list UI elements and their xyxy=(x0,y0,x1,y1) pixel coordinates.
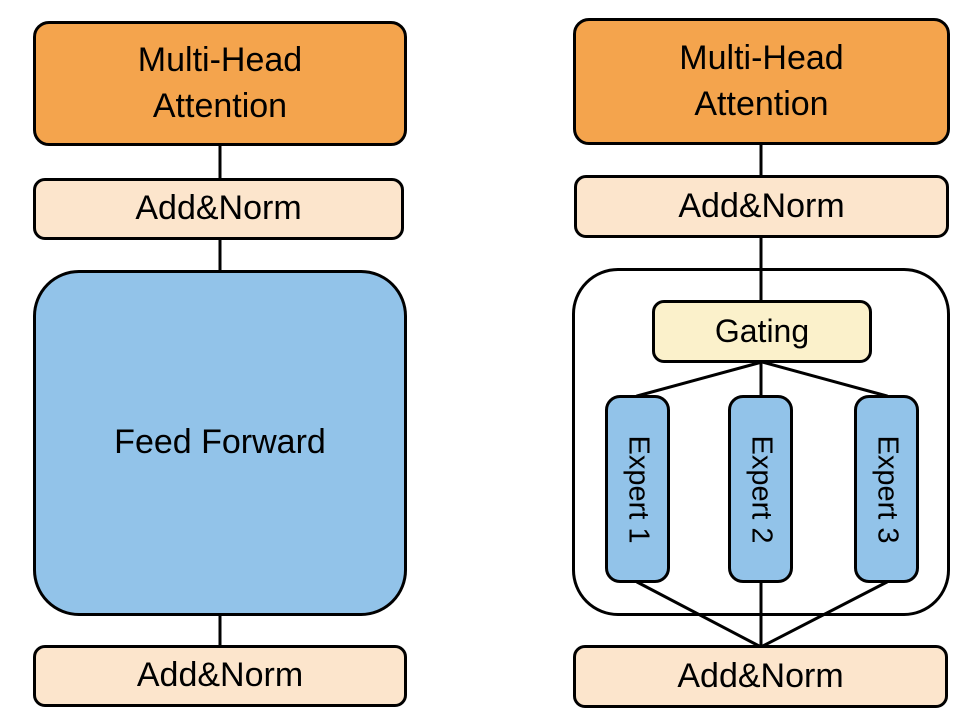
multi-head-attention-label: Multi-Head Attention xyxy=(137,40,303,125)
expert-2-label: Expert 2 xyxy=(745,435,777,543)
gating-label: Gating xyxy=(714,312,810,349)
add-norm-label: Add&Norm xyxy=(678,186,845,225)
expert-box-3: Expert 3 xyxy=(854,395,919,583)
feed-forward-label: Feed Forward xyxy=(114,423,326,462)
add-norm-box-right-bottom: Add&Norm xyxy=(573,645,948,708)
add-norm-box-left-top: Add&Norm xyxy=(33,178,404,240)
expert-box-1: Expert 1 xyxy=(605,395,670,583)
expert-box-2: Expert 2 xyxy=(728,395,793,583)
add-norm-label: Add&Norm xyxy=(677,656,844,695)
expert-1-label: Expert 1 xyxy=(622,435,654,543)
multi-head-attention-box-right: Multi-Head Attention xyxy=(573,18,950,145)
add-norm-box-right-top: Add&Norm xyxy=(574,175,949,238)
add-norm-box-left-bottom: Add&Norm xyxy=(33,645,407,707)
multi-head-attention-box-left: Multi-Head Attention xyxy=(33,21,407,146)
gating-box: Gating xyxy=(652,300,872,363)
add-norm-label: Add&Norm xyxy=(135,189,302,228)
multi-head-attention-label: Multi-Head Attention xyxy=(679,38,844,123)
add-norm-label: Add&Norm xyxy=(136,656,304,695)
feed-forward-box: Feed Forward xyxy=(33,270,407,616)
expert-3-label: Expert 3 xyxy=(871,435,903,543)
